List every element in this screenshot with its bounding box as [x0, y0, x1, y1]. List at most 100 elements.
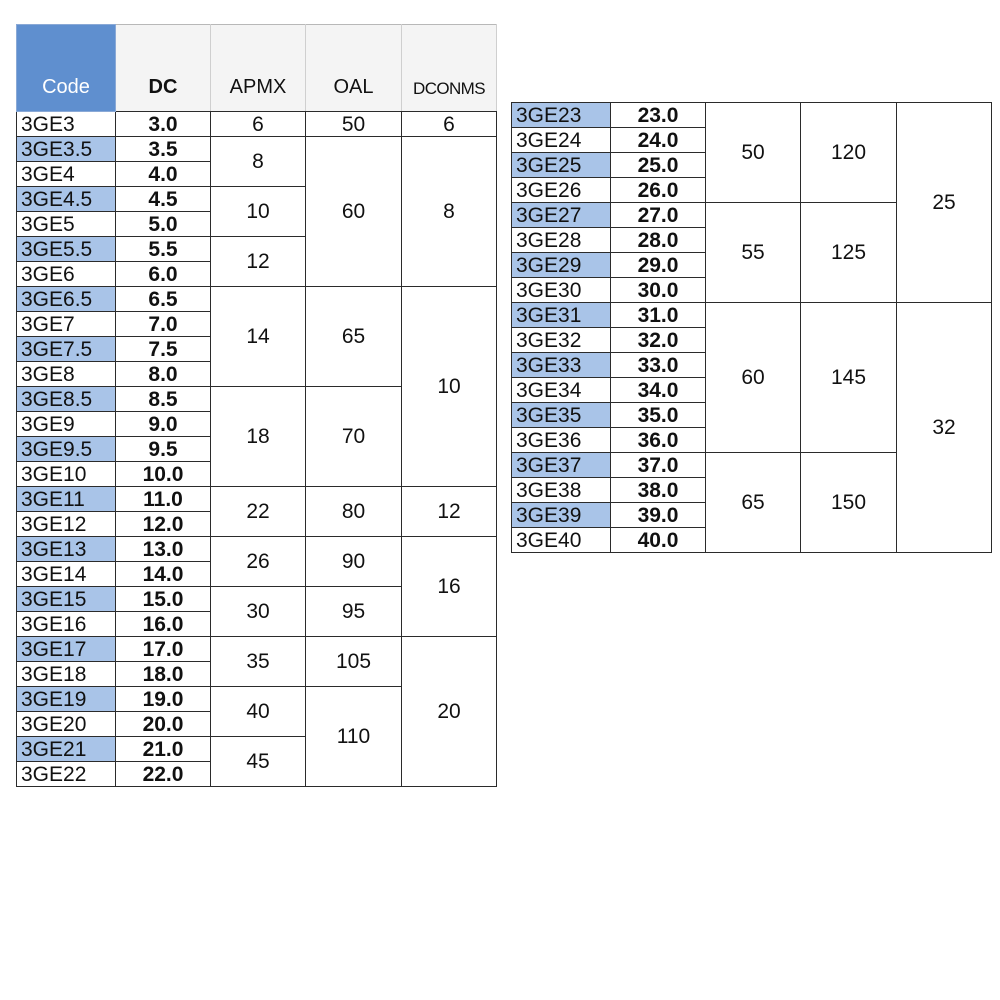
apmx-cell: 22 — [210, 486, 306, 537]
oal-cell: 65 — [305, 286, 402, 387]
header-code: Code — [16, 24, 116, 112]
oal-cell: 95 — [305, 586, 402, 637]
dc-cell: 20.0 — [115, 711, 211, 737]
code-cell: 3GE30 — [511, 277, 611, 303]
code-cell: 3GE32 — [511, 327, 611, 353]
dc-cell: 16.0 — [115, 611, 211, 637]
code-cell: 3GE19 — [16, 686, 116, 712]
code-cell: 3GE8 — [16, 361, 116, 387]
code-cell: 3GE27 — [511, 202, 611, 228]
code-cell: 3GE10 — [16, 461, 116, 487]
oal-cell: 105 — [305, 636, 402, 687]
dc-cell: 18.0 — [115, 661, 211, 687]
dc-cell: 9.0 — [115, 411, 211, 437]
code-cell: 3GE8.5 — [16, 386, 116, 412]
dc-cell: 35.0 — [610, 402, 706, 428]
dc-cell: 4.5 — [115, 186, 211, 212]
dc-cell: 5.5 — [115, 236, 211, 262]
dc-cell: 12.0 — [115, 511, 211, 537]
code-cell: 3GE6.5 — [16, 286, 116, 312]
code-cell: 3GE7.5 — [16, 336, 116, 362]
dc-cell: 33.0 — [610, 352, 706, 378]
code-cell: 3GE38 — [511, 477, 611, 503]
dc-cell: 6.0 — [115, 261, 211, 287]
code-cell: 3GE12 — [16, 511, 116, 537]
dc-cell: 21.0 — [115, 736, 211, 762]
dc-cell: 5.0 — [115, 211, 211, 237]
code-cell: 3GE36 — [511, 427, 611, 453]
apmx-cell: 50 — [705, 102, 801, 203]
dc-cell: 26.0 — [610, 177, 706, 203]
code-cell: 3GE21 — [16, 736, 116, 762]
code-cell: 3GE31 — [511, 302, 611, 328]
dc-cell: 34.0 — [610, 377, 706, 403]
oal-cell: 110 — [305, 686, 402, 787]
dc-cell: 13.0 — [115, 536, 211, 562]
dc-cell: 31.0 — [610, 302, 706, 328]
dc-cell: 29.0 — [610, 252, 706, 278]
dc-cell: 3.0 — [115, 111, 211, 137]
code-cell: 3GE33 — [511, 352, 611, 378]
dc-cell: 3.5 — [115, 136, 211, 162]
code-cell: 3GE5.5 — [16, 236, 116, 262]
oal-cell: 125 — [800, 202, 897, 303]
dc-cell: 23.0 — [610, 102, 706, 128]
dc-cell: 28.0 — [610, 227, 706, 253]
dc-cell: 11.0 — [115, 486, 211, 512]
apmx-cell: 6 — [210, 111, 306, 137]
code-cell: 3GE7 — [16, 311, 116, 337]
dc-cell: 8.5 — [115, 386, 211, 412]
apmx-cell: 30 — [210, 586, 306, 637]
dconms-cell: 10 — [401, 286, 497, 487]
oal-cell: 80 — [305, 486, 402, 537]
dc-cell: 9.5 — [115, 436, 211, 462]
code-cell: 3GE13 — [16, 536, 116, 562]
dc-cell: 39.0 — [610, 502, 706, 528]
code-cell: 3GE11 — [16, 486, 116, 512]
code-cell: 3GE28 — [511, 227, 611, 253]
code-cell: 3GE5 — [16, 211, 116, 237]
header-dconms: DCONMS — [401, 24, 497, 112]
oal-cell: 145 — [800, 302, 897, 453]
dc-cell: 4.0 — [115, 161, 211, 187]
dconms-cell: 25 — [896, 102, 992, 303]
apmx-cell: 35 — [210, 636, 306, 687]
apmx-cell: 10 — [210, 186, 306, 237]
code-cell: 3GE35 — [511, 402, 611, 428]
code-cell: 3GE9 — [16, 411, 116, 437]
dc-cell: 37.0 — [610, 452, 706, 478]
code-cell: 3GE22 — [16, 761, 116, 787]
dc-cell: 36.0 — [610, 427, 706, 453]
dc-cell: 32.0 — [610, 327, 706, 353]
apmx-cell: 12 — [210, 236, 306, 287]
dc-cell: 24.0 — [610, 127, 706, 153]
apmx-cell: 8 — [210, 136, 306, 187]
dc-cell: 10.0 — [115, 461, 211, 487]
code-cell: 3GE37 — [511, 452, 611, 478]
